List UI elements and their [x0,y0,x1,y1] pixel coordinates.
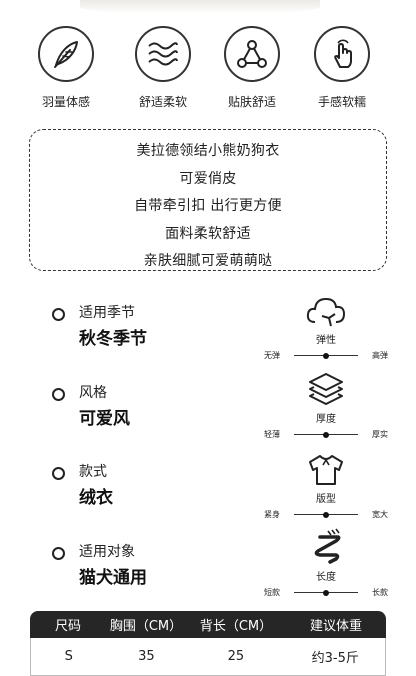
triangle-nodes-icon [224,26,280,82]
scale-bar: 无弹 高弹 [264,348,388,362]
header-size: 尺码 [54,619,81,634]
feature-label: 羽量体感 [41,95,90,109]
attribute-value: 可爱风 [79,409,130,429]
attribute-key: 适用季节 [79,305,135,321]
header-weight: 建议体重 [309,619,362,634]
scale-title: 弹性 [316,335,336,346]
scale-max-label: 宽大 [372,510,388,519]
header-chest: 胸围（CM） [109,619,183,634]
feature-feather: 羽量体感 [21,26,111,110]
touch-hand-icon [314,26,370,82]
attribute-key: 风格 [79,385,107,401]
cloud-elastic-icon [264,290,388,328]
description-line: 美拉德领结小熊奶狗衣 [136,143,280,159]
scale-bar: 轻薄 厚实 [264,427,388,441]
scale-max-label: 长款 [372,588,388,597]
attribute-value: 绒衣 [79,488,113,508]
feature-touch: 手感软糯 [297,26,387,110]
feature-label: 贴肤舒适 [227,95,276,109]
table-row: S 35 25 约3-5斤 [30,638,386,676]
shirt-icon [264,449,388,487]
scale-max-label: 厚实 [372,430,388,439]
size-table: 尺码 胸围（CM） 背长（CM） 建议体重 S 35 25 约3-5斤 [30,611,386,676]
scale-min-label: 无弹 [264,351,280,360]
scale-length: 长度 短款 长款 [264,527,388,599]
feature-row: 羽量体感 舒适柔软 贴肤舒适 手感 [0,26,416,116]
length-icon [264,527,388,565]
description-line: 亲肤细腻可爱萌萌哒 [143,253,273,269]
feature-soft: 舒适柔软 [118,26,208,110]
scale-max-label: 高弹 [372,351,388,360]
scale-bar: 紧身 宽大 [264,507,388,521]
attribute-key: 适用对象 [79,544,135,560]
description-line: 自带牵引扣 出行更方便 [134,198,282,214]
description-line: 面料柔软舒适 [165,225,251,242]
scale-indicator [323,589,329,596]
attribute-value: 秋冬季节 [79,329,147,349]
feather-icon [38,26,94,82]
cell-size: S [64,649,73,664]
scale-fit: 版型 紧身 宽大 [264,449,388,521]
scale-min-label: 紧身 [264,510,280,519]
bullet-ring-icon [52,308,65,321]
feature-skin: 贴肤舒适 [207,26,297,110]
bullet-ring-icon [52,547,65,560]
feature-label: 手感软糯 [317,95,366,109]
description-line: 可爱俏皮 [179,170,237,187]
feature-label: 舒适柔软 [138,95,187,109]
wave-lines-icon [135,26,191,82]
scale-title: 厚度 [316,414,336,425]
layers-icon [264,369,388,407]
cell-back-length: 25 [227,649,245,664]
bullet-ring-icon [52,467,65,480]
scale-indicator [323,352,329,359]
scale-title: 版型 [316,494,336,505]
cell-chest: 35 [138,649,155,664]
header-back-length: 背长（CM） [199,619,273,634]
scale-min-label: 短款 [264,588,280,597]
cell-weight: 约3-5斤 [311,651,359,666]
bullet-ring-icon [52,388,65,401]
scale-bar: 短款 长款 [264,585,388,599]
attribute-value: 猫犬通用 [79,568,147,588]
scale-indicator [323,431,329,438]
attribute-key: 款式 [79,464,107,480]
top-image-edge [80,0,320,14]
scale-thickness: 厚度 轻薄 厚实 [264,369,388,441]
scale-indicator [323,511,329,518]
scale-min-label: 轻薄 [264,430,280,439]
size-table-header: 尺码 胸围（CM） 背长（CM） 建议体重 [30,611,386,638]
description-box: 美拉德领结小熊奶狗衣 可爱俏皮 自带牵引扣 出行更方便 面料柔软舒适 亲肤细腻可… [29,129,387,271]
scale-elasticity: 弹性 无弹 高弹 [264,290,388,362]
scale-title: 长度 [316,572,336,583]
